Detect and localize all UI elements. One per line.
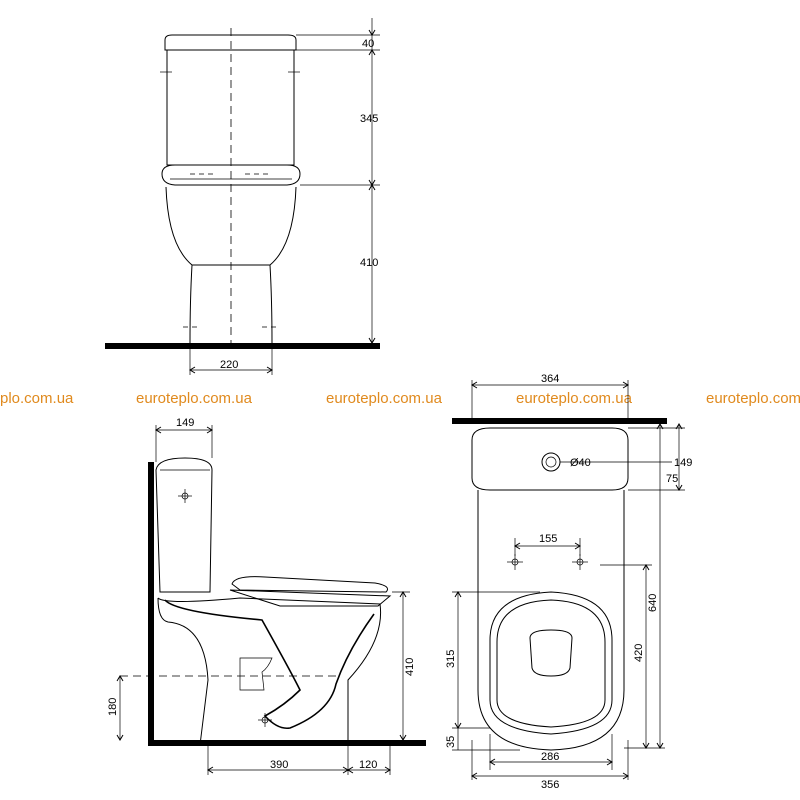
dim-side-seat-height: 410 — [404, 658, 416, 676]
dim-top-tank-width: 364 — [541, 373, 559, 385]
side-view: 149 410 180 390 120 — [107, 417, 426, 775]
side-wall — [148, 462, 154, 745]
dim-front-bowl-height: 410 — [360, 257, 378, 269]
side-tank — [155, 457, 213, 593]
dim-front-lid: 40 — [362, 38, 374, 50]
top-bowl-outline — [477, 490, 625, 751]
dim-side-tank-depth: 149 — [176, 417, 194, 429]
top-tank — [471, 427, 629, 491]
dim-side-outlet-height: 180 — [107, 698, 119, 716]
top-fixing-hole-right — [572, 554, 588, 570]
top-wall — [452, 418, 667, 424]
watermark-row: plo.com.ua euroteplo.com.ua euroteplo.co… — [0, 390, 800, 407]
front-seat — [161, 164, 301, 186]
side-bowl — [157, 597, 382, 746]
front-pedestal — [189, 264, 273, 344]
top-view: 155 364 Ø40 149 75 640 420 315 35 — [445, 373, 692, 791]
dim-top-button-diameter: Ø40 — [570, 457, 591, 469]
dim-top-base-width: 286 — [541, 751, 559, 763]
dim-side-outlet-distance: 390 — [270, 759, 288, 771]
dim-top-seat-length: 315 — [445, 650, 457, 668]
watermark-5: euroteplo.com.ua — [706, 390, 800, 407]
dim-top-bowl-length: 420 — [633, 644, 645, 662]
watermark-3: euroteplo.com.ua — [326, 390, 443, 407]
dim-top-rim-offset: 35 — [445, 736, 457, 748]
top-fixing-hole-left — [507, 554, 523, 570]
top-seat — [489, 591, 613, 735]
front-tank-body — [166, 50, 295, 166]
watermark-4: euroteplo.com.ua — [516, 390, 633, 407]
dim-side-base-offset: 120 — [359, 759, 377, 771]
dim-front-base-width: 220 — [220, 359, 238, 371]
dim-top-total-length: 640 — [647, 594, 659, 612]
dim-top-bowl-width: 356 — [541, 779, 559, 791]
dim-top-fixing-span: 155 — [539, 533, 557, 545]
dim-top-tank-depth: 149 — [674, 457, 692, 469]
top-drain — [529, 629, 573, 677]
watermark-2: euroteplo.com.ua — [136, 390, 253, 407]
side-seat-lid — [231, 576, 389, 593]
front-floor-line — [105, 343, 380, 349]
dim-front-tank: 345 — [360, 113, 378, 125]
dim-top-tank-offset: 75 — [666, 473, 678, 485]
front-tank-lid — [164, 34, 297, 51]
watermark-1: plo.com.ua — [0, 390, 74, 407]
side-trap — [164, 599, 375, 730]
front-view: 40 345 410 220 — [105, 18, 380, 375]
top-flush-button — [541, 452, 561, 472]
side-floor — [148, 740, 426, 746]
